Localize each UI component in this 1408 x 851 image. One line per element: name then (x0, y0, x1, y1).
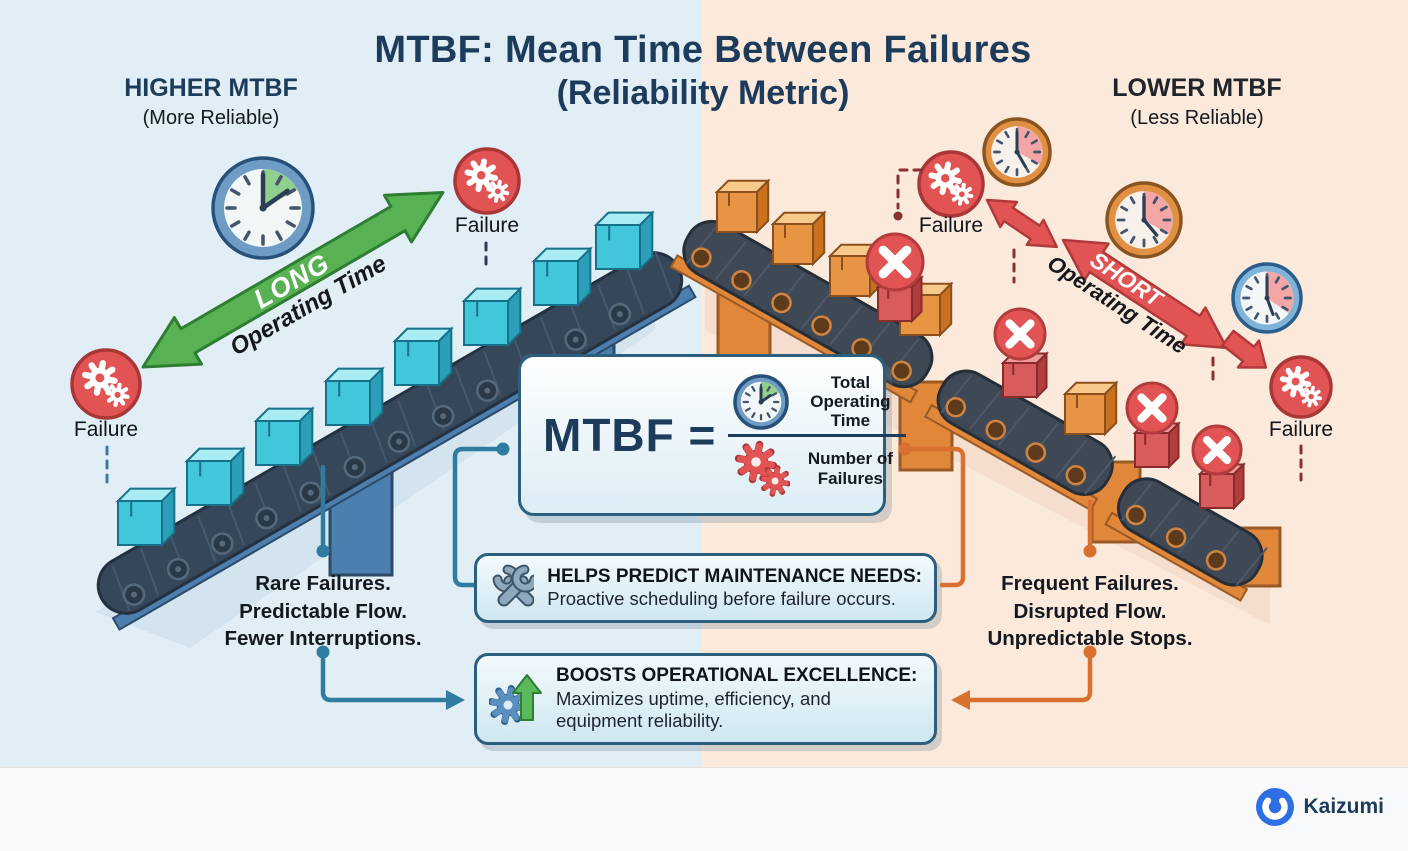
formula-numerator: Total Operating Time (810, 372, 891, 431)
right-heading-strong: LOWER MTBF (1112, 74, 1282, 102)
cargo-box (770, 210, 827, 267)
failure-label-right-side: Failure (1268, 418, 1334, 441)
failure-gears-icon (70, 348, 142, 420)
fraction-bar (728, 433, 907, 437)
failure-bounce-arrow (985, 198, 1058, 249)
excellence-callout: BOOSTS OPERATIONAL EXCELLENCE: Maximizes… (474, 653, 937, 745)
failure-label-right-top: Failure (918, 214, 984, 237)
clock-icon (982, 117, 1052, 187)
left-summary-line: Predictable Flow. (239, 599, 407, 623)
page-title: MTBF: Mean Time Between Failures (Reliab… (374, 28, 1031, 113)
mtbf-formula-box: MTBF = Total Operating Time Number of Fa… (518, 354, 907, 516)
failure-label-left-top: Failure (454, 214, 520, 237)
formula-denominator: Number of Failures (807, 449, 893, 488)
brand-name: Kaizumi (1303, 795, 1384, 818)
footer-bar (0, 767, 1408, 851)
clock-icon (211, 156, 315, 260)
cargo-box (115, 486, 177, 548)
excellence-title: BOOSTS OPERATIONAL EXCELLENCE: (556, 665, 918, 687)
right-summary-line: Frequent Failures. (1001, 572, 1179, 595)
maintenance-body: Proactive scheduling before failure occu… (547, 588, 896, 610)
cargo-box (1062, 380, 1119, 437)
crossed-wrenches-icon (492, 564, 535, 607)
maintenance-callout: HELPS PREDICT MAINTENANCE NEEDS: Proacti… (474, 553, 937, 623)
cargo-box (714, 178, 771, 235)
right-summary: Frequent Failures. Disrupted Flow. Unpre… (987, 570, 1192, 653)
right-heading-sub: (Less Reliable) (1130, 106, 1264, 129)
failure-label-left-side: Failure (73, 418, 139, 441)
brand-lockup: Kaizumi (1255, 787, 1384, 827)
cargo-box (253, 406, 315, 468)
left-heading-sub: (More Reliable) (142, 106, 280, 129)
long-operating-time-arrow (141, 190, 445, 369)
cargo-box (184, 446, 246, 508)
failure-x-icon (1191, 424, 1243, 476)
formula-clock-icon (733, 373, 790, 430)
left-heading: HIGHER MTBF (More Reliable) (124, 72, 298, 131)
left-heading-strong: HIGHER MTBF (124, 74, 298, 102)
failure-gears-icon (917, 150, 985, 218)
clock-icon (733, 373, 790, 430)
left-summary-line: Fewer Interruptions. (224, 627, 422, 651)
right-heading: LOWER MTBF (Less Reliable) (1112, 72, 1281, 131)
title-line2: (Reliability Metric) (556, 73, 850, 112)
failure-x-icon (1125, 381, 1179, 435)
kaizumi-logo-icon (1256, 788, 1295, 826)
title-line1: MTBF: Mean Time Between Failures (374, 29, 1032, 71)
cargo-box (531, 246, 593, 308)
right-summary-line: Disrupted Flow. (1013, 599, 1167, 623)
formula-fraction: Total Operating Time Number of Failures (728, 372, 907, 498)
excellence-body: Maximizes uptime, efficiency, and equipm… (556, 688, 831, 732)
cargo-box (593, 210, 655, 272)
clock-icon (1231, 262, 1303, 334)
left-summary-line: Rare Failures. (255, 572, 391, 595)
cargo-box (323, 366, 385, 428)
right-summary-line: Unpredictable Stops. (987, 627, 1193, 651)
gear-up-arrow-icon (489, 674, 542, 725)
formula-lhs: MTBF = (543, 409, 717, 461)
maintenance-title: HELPS PREDICT MAINTENANCE NEEDS: (547, 565, 922, 587)
to-failure-arrow (1221, 329, 1268, 369)
failure-gears-icon (453, 147, 521, 215)
cargo-box (461, 286, 523, 348)
right-conveyor (669, 178, 1282, 602)
cargo-box (392, 326, 454, 388)
failure-x-icon (865, 232, 925, 292)
clock-icon (1105, 181, 1183, 259)
cargo-box (1000, 351, 1049, 400)
failure-gears-icon (1269, 355, 1333, 419)
left-summary: Rare Failures. Predictable Flow. Fewer I… (224, 570, 421, 653)
formula-gears-icon (735, 440, 791, 497)
failure-x-icon (993, 307, 1047, 361)
